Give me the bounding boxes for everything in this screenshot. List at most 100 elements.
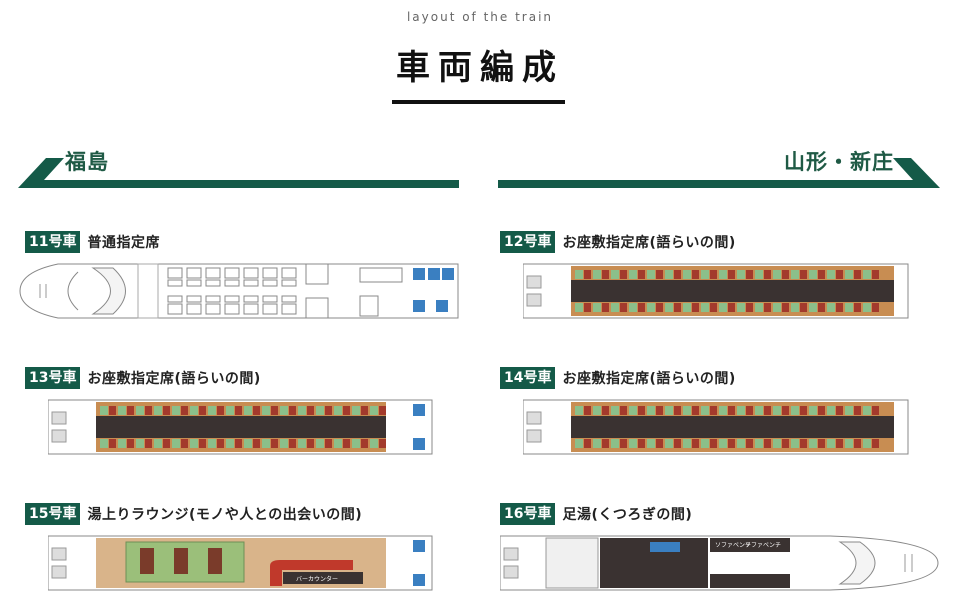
seat-block (809, 303, 817, 312)
seat-block (281, 267, 297, 279)
seat-block (674, 439, 681, 448)
car-14-floorplan[interactable] (523, 398, 913, 456)
seat-block (773, 439, 781, 448)
seat-block (190, 406, 198, 415)
seat-block (647, 303, 655, 312)
seat-block (764, 303, 771, 312)
seat-block (620, 439, 627, 448)
seat-block (764, 439, 771, 448)
seat-block (244, 406, 252, 415)
seat-block (656, 406, 663, 415)
seat-block (800, 439, 807, 448)
seat-block (186, 295, 202, 303)
seat-block (719, 303, 727, 312)
seat-block (281, 303, 297, 315)
car-seat-type: 湯上りラウンジ(モノや人との出会いの間) (87, 507, 363, 523)
seat-block (710, 270, 717, 279)
seat-block (281, 279, 297, 287)
seat-block (280, 406, 288, 415)
seat-block (262, 295, 278, 303)
car-seat-type: お座敷指定席(語らいの間) (562, 235, 736, 251)
seat-block (674, 270, 681, 279)
bar-counter-label: バーカウンター (296, 575, 338, 583)
seat-block (235, 439, 242, 448)
seat-block (800, 406, 807, 415)
page-title: 車両編成 (396, 48, 564, 88)
car-number-badge: 15号車 (25, 503, 81, 525)
seat-block (289, 439, 296, 448)
seat-block (584, 270, 591, 279)
car-header-16: 16号車 足湯(くつろぎの間) (500, 503, 692, 525)
seat-block (280, 439, 288, 448)
seat-block (791, 303, 799, 312)
seat-block (692, 406, 699, 415)
seat-block (186, 279, 202, 287)
seat-block (728, 270, 735, 279)
car-16-floorplan[interactable]: ソファベンチ ソファベンチ (500, 534, 940, 592)
seat-block (325, 406, 332, 415)
seat-block (746, 439, 753, 448)
seat-block (593, 270, 601, 279)
seat-block (620, 406, 627, 415)
seat-block (584, 303, 591, 312)
seat-block (701, 270, 709, 279)
seat-block (827, 439, 835, 448)
seat-block (620, 270, 627, 279)
car-12-floorplan[interactable] (523, 262, 913, 320)
seat-block (253, 439, 260, 448)
seat-block (593, 406, 601, 415)
seat-block (343, 406, 350, 415)
seat-block (782, 439, 789, 448)
seat-block (719, 406, 727, 415)
seat-block (145, 406, 152, 415)
seat-block (737, 270, 745, 279)
seat-block (764, 406, 771, 415)
seat-block (863, 406, 871, 415)
seat-block (181, 406, 188, 415)
seat-block (692, 270, 699, 279)
seat-block (243, 279, 259, 287)
car-15-floorplan[interactable]: バーカウンター (48, 534, 440, 592)
seat-block (109, 439, 116, 448)
seat-block (674, 303, 681, 312)
seat-block (674, 406, 681, 415)
seat-block (611, 270, 619, 279)
seat-block (638, 303, 645, 312)
seat-block (728, 303, 735, 312)
seat-block (602, 303, 609, 312)
seat-block (593, 303, 601, 312)
seat-block (737, 439, 745, 448)
seat-block (800, 270, 807, 279)
seat-block (638, 406, 645, 415)
seat-block (809, 270, 817, 279)
seat-block (370, 439, 378, 448)
seat-block (262, 303, 278, 315)
seat-block (584, 439, 591, 448)
car-number-badge: 14号車 (500, 367, 556, 389)
seat-block (109, 406, 116, 415)
car-11-floorplan[interactable] (18, 262, 460, 320)
car-number-badge: 12号車 (500, 231, 556, 253)
seat-block (145, 439, 152, 448)
car-13-floorplan[interactable] (48, 398, 440, 456)
seat-block (827, 406, 835, 415)
arrow-left-icon (18, 158, 459, 188)
seat-block (271, 406, 278, 415)
seat-block (611, 439, 619, 448)
car-header-14: 14号車 お座敷指定席(語らいの間) (500, 367, 736, 389)
seat-block (629, 270, 637, 279)
seat-block (602, 439, 609, 448)
seat-block (602, 406, 609, 415)
seat-block (845, 270, 853, 279)
seat-block (773, 270, 781, 279)
seat-block (701, 439, 709, 448)
seat-block (809, 406, 817, 415)
seat-block (334, 439, 342, 448)
car-number-badge: 11号車 (25, 231, 81, 253)
seat-block (190, 439, 198, 448)
seat-block (186, 267, 202, 279)
seat-block (307, 406, 314, 415)
seat-block (764, 270, 771, 279)
car-seat-type: 普通指定席 (87, 235, 160, 251)
seat-block (205, 295, 221, 303)
